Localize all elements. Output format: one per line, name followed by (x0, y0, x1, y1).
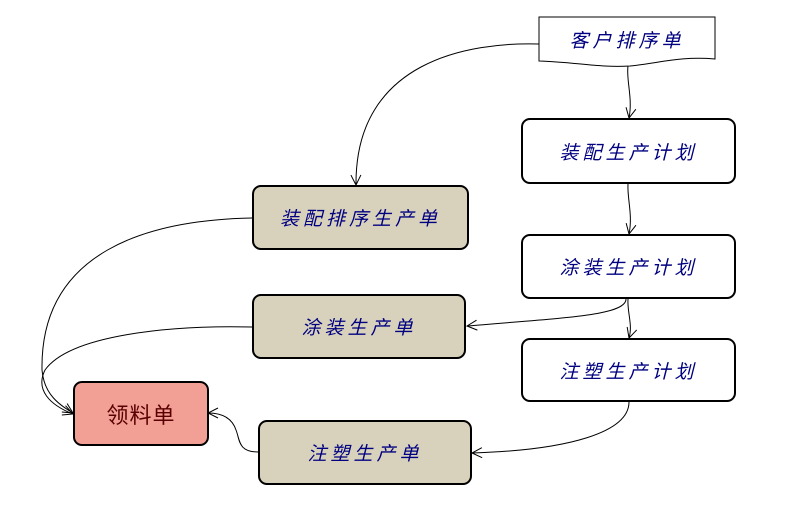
arrow-paint-plan-to-molding-plan (628, 298, 631, 338)
arrow-assembly-order-to-requisition (41, 217, 253, 413)
molding-order-node[interactable]: 注塑生产单 (258, 420, 472, 485)
arrow-customer-to-assembly-plan (628, 65, 631, 118)
assembly-plan-node[interactable]: 装配生产计划 (521, 118, 736, 184)
arrow-customer-to-assembly-order (356, 43, 540, 185)
arrow-assembly-plan-to-paint-plan (628, 183, 631, 234)
requisition-node[interactable]: 领料单 (73, 381, 209, 446)
arrow-paint-order-to-requisition (41, 326, 253, 414)
paint-plan-node[interactable]: 涂装生产计划 (521, 234, 736, 299)
assembly-order-node[interactable]: 装配排序生产单 (252, 185, 469, 250)
customer-order-node[interactable]: 客户排序单 (569, 29, 685, 52)
customer-order-shape (538, 16, 716, 67)
arrow-paint-plan-to-paint-order (467, 298, 627, 326)
arrow-molding-order-to-requisition (208, 413, 259, 453)
paint-order-node[interactable]: 涂装生产单 (252, 294, 466, 359)
molding-plan-node[interactable]: 注塑生产计划 (521, 338, 736, 402)
arrow-molding-plan-to-molding-order (472, 401, 630, 453)
